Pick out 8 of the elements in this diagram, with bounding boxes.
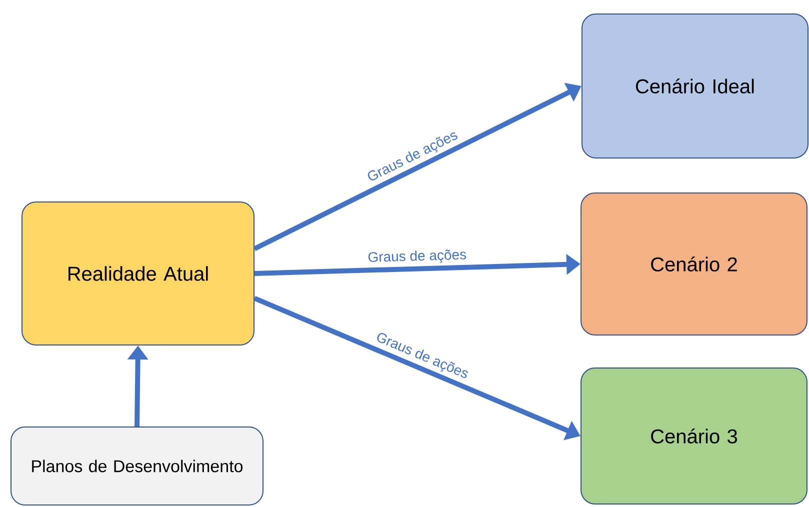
edge-label: Graus de ações <box>364 128 462 186</box>
process-box: Cenário 3 <box>580 368 808 504</box>
process-box: Cenário Ideal <box>582 14 808 158</box>
process-box: Realidade Atual <box>22 202 254 346</box>
edge-label: Graus de ações <box>366 248 468 266</box>
edge-label: Graus de ações <box>372 330 472 383</box>
process-box: Planos de Desenvolvimento <box>10 426 264 506</box>
process-box: Cenário 2 <box>580 192 808 336</box>
